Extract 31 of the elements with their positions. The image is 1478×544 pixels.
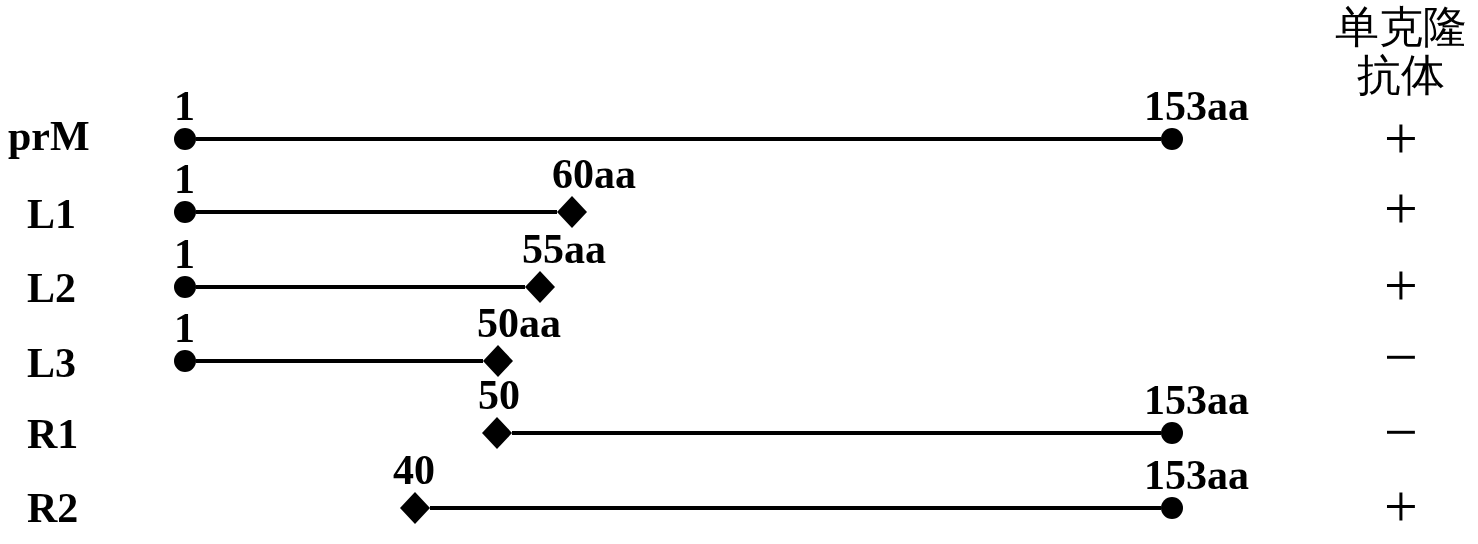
column-header: 单克隆抗体 xyxy=(1334,4,1468,100)
position-label: 40 xyxy=(393,450,435,490)
row-label: L3 xyxy=(27,342,76,384)
position-label: 50aa xyxy=(477,303,561,343)
span-line xyxy=(196,285,525,289)
position-label: 50 xyxy=(478,375,520,415)
span-line xyxy=(430,506,1161,510)
row-label: R2 xyxy=(27,487,79,529)
span-line xyxy=(512,431,1161,435)
position-label: 1 xyxy=(174,159,195,199)
row-label: R1 xyxy=(27,413,79,455)
position-label: 1 xyxy=(174,86,195,126)
result-sign: + xyxy=(1384,255,1418,315)
position-label: 153aa xyxy=(1144,455,1249,495)
row-label: prM xyxy=(8,115,90,157)
position-label: 1 xyxy=(174,308,195,348)
result-sign: + xyxy=(1384,108,1418,168)
result-sign: − xyxy=(1384,327,1418,387)
row-label: L2 xyxy=(27,267,76,309)
position-label: 60aa xyxy=(552,154,636,194)
position-label: 153aa xyxy=(1144,86,1249,126)
position-label: 55aa xyxy=(522,229,606,269)
result-sign: − xyxy=(1384,402,1418,462)
position-label: 153aa xyxy=(1144,380,1249,420)
row-label: L1 xyxy=(27,193,76,235)
result-sign: + xyxy=(1384,178,1418,238)
position-label: 1 xyxy=(174,234,195,274)
span-line xyxy=(196,210,557,214)
result-sign: + xyxy=(1384,476,1418,536)
span-line xyxy=(196,137,1161,141)
span-line xyxy=(196,359,483,363)
